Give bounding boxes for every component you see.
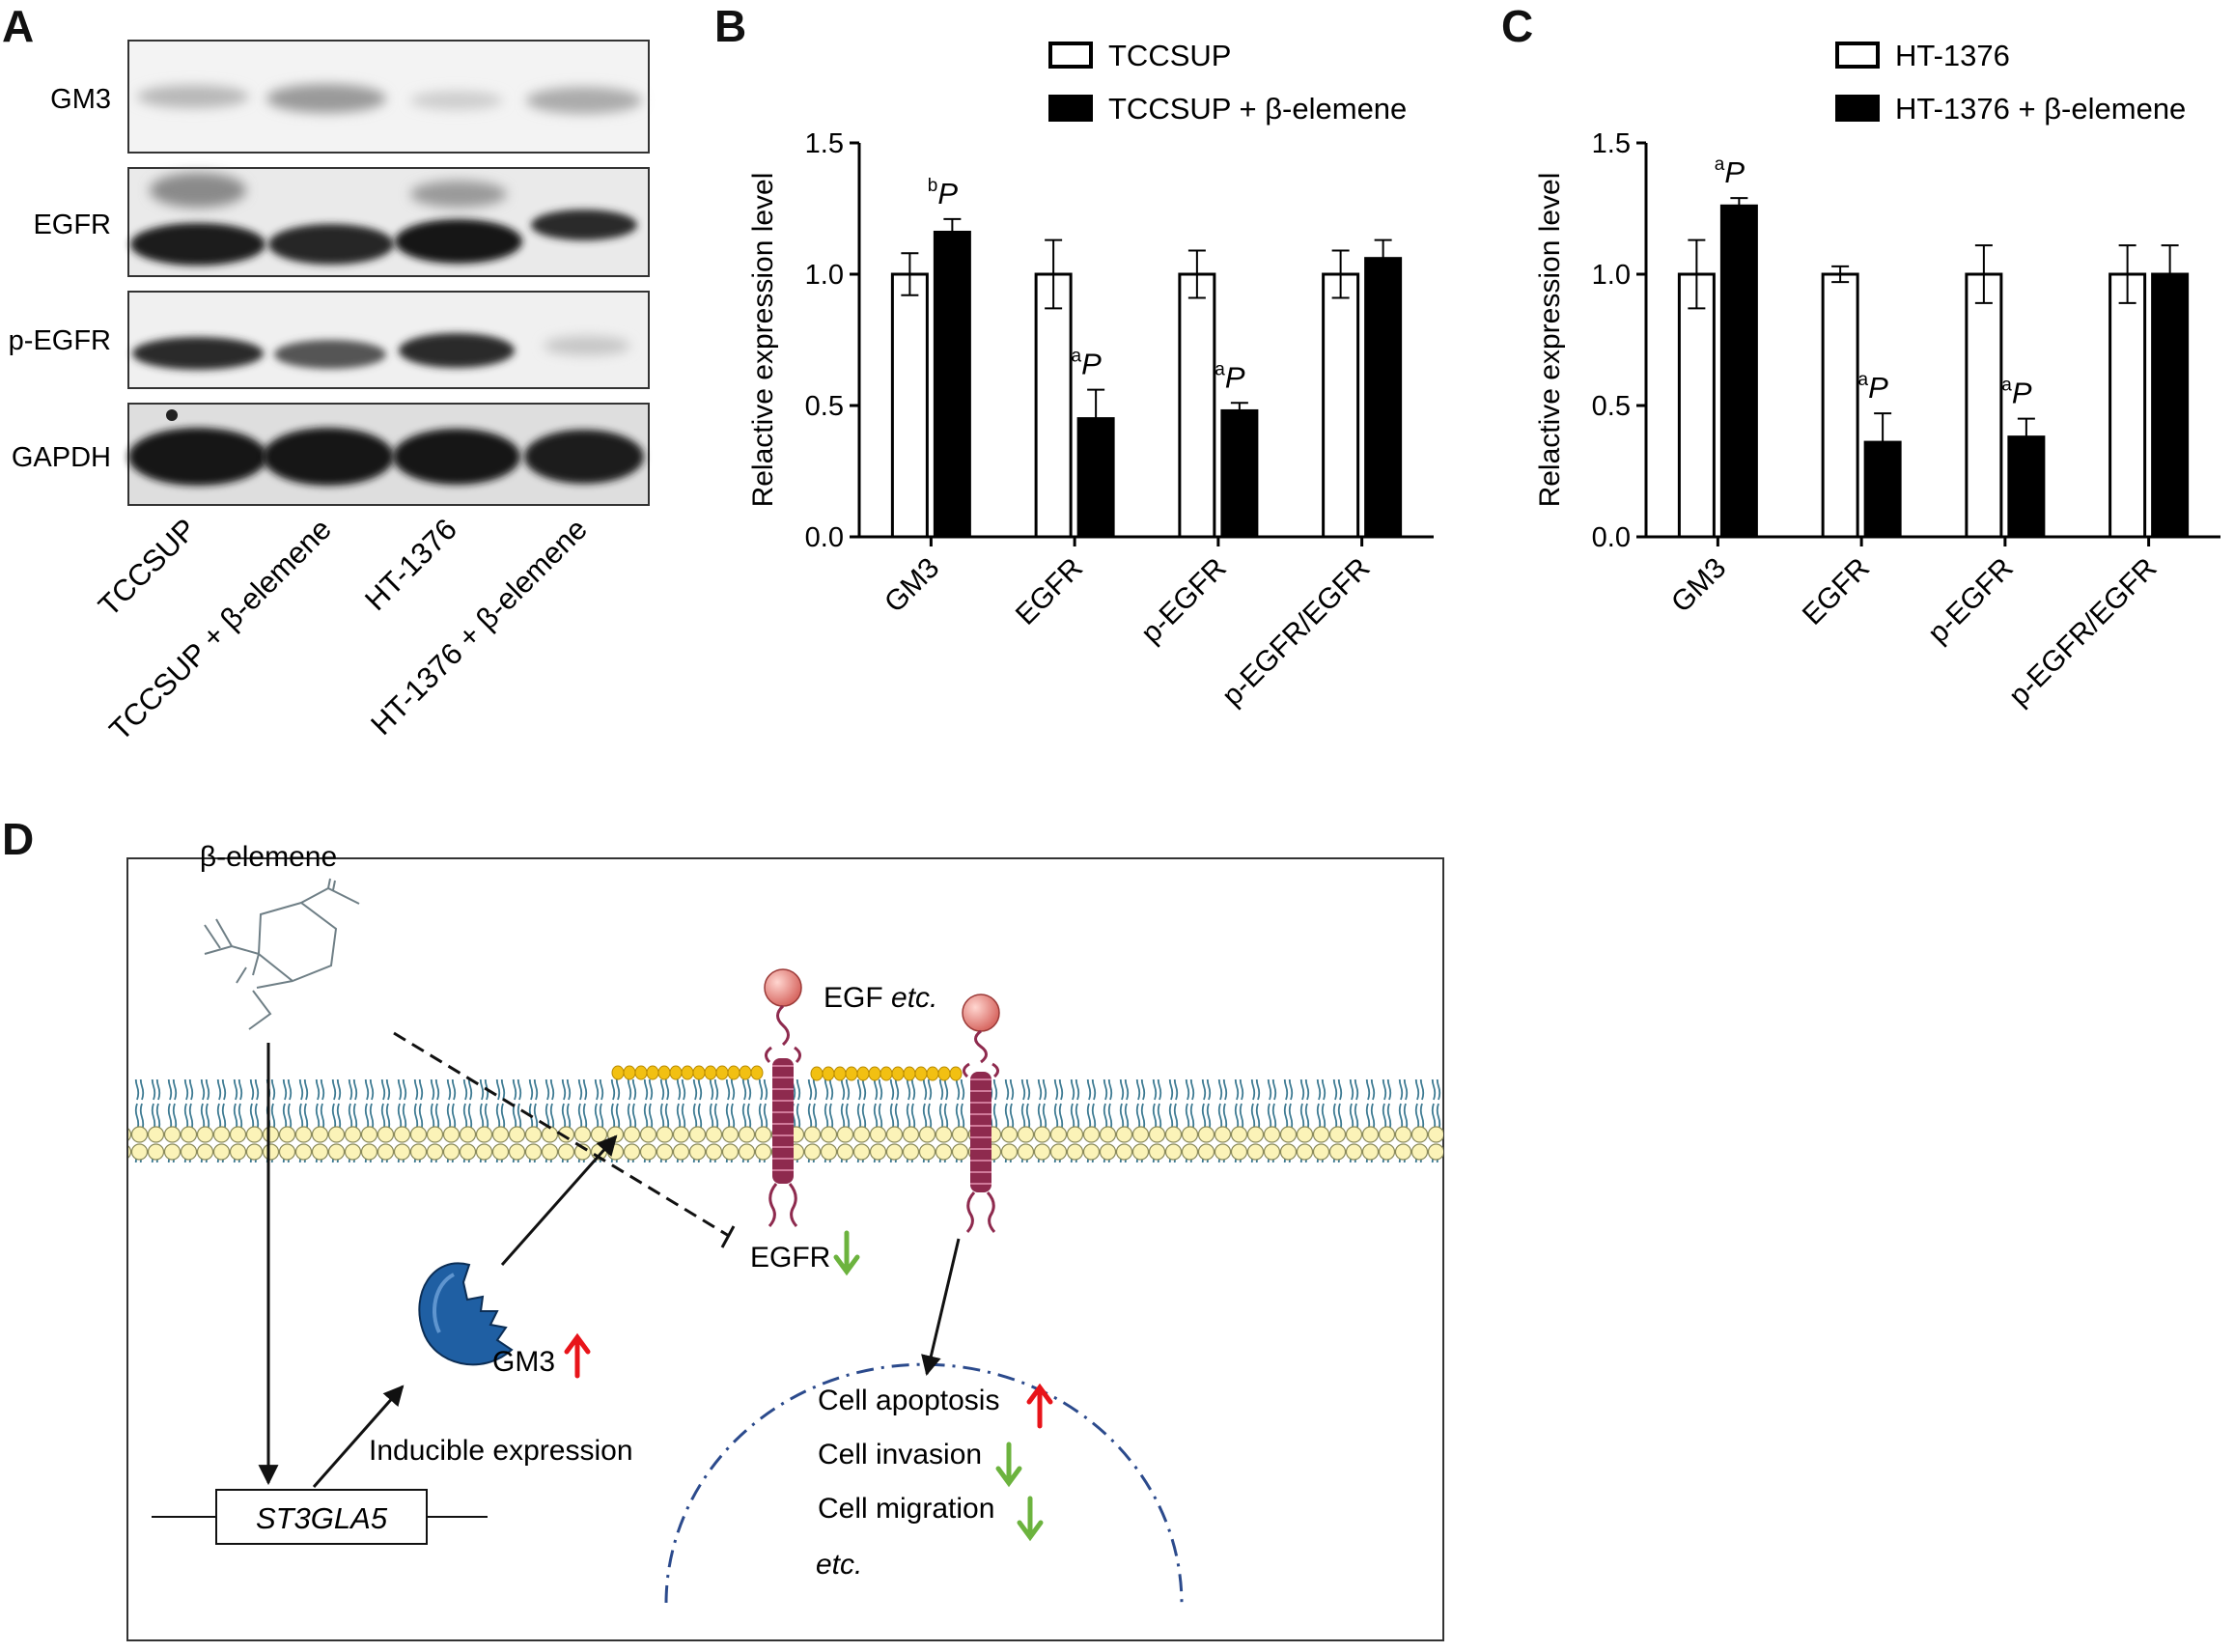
significance-label: aP: [2001, 376, 2032, 410]
inhibition-line: [393, 1031, 730, 1238]
bar: [1322, 272, 1360, 539]
bar: [1220, 408, 1259, 539]
blot-strip-egfr: [127, 167, 650, 277]
gene-label: ST3GLA5: [256, 1501, 388, 1535]
blot-lane-label: TCCSUP + β-elemene: [102, 512, 337, 746]
bar: [890, 272, 929, 539]
blot-row-label: p-EGFR: [9, 325, 111, 356]
down-arrow-icon: [1017, 1496, 1044, 1542]
y-tick-label: 0.0: [805, 522, 844, 553]
significance-label: aP: [1215, 359, 1245, 394]
x-tick-label: p-EGFR: [1135, 552, 1233, 650]
x-tick-label: p-EGFR: [1922, 552, 2020, 650]
st3gal5-enzyme: [418, 1262, 514, 1366]
legend-swatch: [1048, 95, 1093, 122]
legend-swatch: [1835, 95, 1880, 122]
significance-label: aP: [1715, 154, 1745, 189]
blot-strip-p-egfr: [127, 291, 650, 389]
panel-label-c: C: [1501, 1, 1534, 51]
gm3-cluster: [611, 1065, 764, 1080]
bar: [1034, 272, 1073, 539]
legend-label: HT-1376: [1895, 39, 2010, 72]
bar: [2108, 272, 2147, 539]
x-tick-label: GM3: [879, 552, 945, 619]
diagram-frame: [126, 857, 1444, 1641]
receptor-label: EGFR: [750, 1242, 830, 1274]
significance-label: aP: [1857, 370, 1888, 405]
beta-elemene-molecule: [204, 878, 360, 1030]
bar: [1719, 204, 1758, 539]
x-tick-label: EGFR: [1797, 552, 1876, 631]
bar: [1076, 417, 1115, 539]
arrow-receptor-to-nucleus: [921, 1238, 961, 1377]
bar-chart-b: TCCSUP TCCSUP + β-elemene 0.0 0.5 1.0 1.5Rela…: [747, 39, 1434, 713]
gene-box: [215, 1489, 428, 1545]
panel-label-d: D: [2, 814, 35, 864]
blot-lane-label: TCCSUP: [92, 512, 203, 623]
gm3-label: GM3: [492, 1346, 555, 1378]
nucleus-boundary: [664, 1362, 1184, 1606]
legend-label: HT-1376 + β-elemene: [1895, 92, 2186, 126]
gm3-cluster: [810, 1066, 963, 1081]
bar: [933, 230, 971, 539]
ligand-label: EGF etc.: [824, 982, 937, 1014]
bar: [2007, 435, 2046, 539]
blot-lane-label: HT-1376 + β-elemene: [364, 512, 594, 742]
x-tick-label: p-EGFR/EGFR: [1216, 552, 1377, 713]
y-tick-label: 1.0: [805, 260, 844, 291]
blot-lane-label: HT-1376: [358, 512, 463, 617]
x-tick-label: p-EGFR/EGFR: [2003, 552, 2164, 713]
bar: [2151, 272, 2190, 539]
arrow-gene-to-enzyme: [312, 1385, 405, 1488]
panel-label-b: B: [714, 1, 747, 51]
legend-swatch: [1835, 42, 1880, 69]
egfr-receptor: [764, 968, 802, 1228]
legend-label: TCCSUP + β-elemene: [1108, 92, 1407, 126]
bar: [1178, 272, 1216, 539]
y-tick-label: 0.0: [1592, 522, 1631, 553]
y-tick-label: 0.5: [1592, 391, 1631, 422]
x-tick-label: EGFR: [1010, 552, 1089, 631]
blot-row-label: GM3: [50, 84, 111, 115]
panel-label-a: A: [2, 1, 35, 51]
down-arrow-icon: [833, 1230, 860, 1276]
blot-row-label: EGFR: [33, 210, 111, 240]
bar: [1364, 257, 1403, 539]
y-tick-label: 0.5: [805, 391, 844, 422]
egfr-receptor: [962, 994, 1000, 1234]
y-axis-label: Relactive expression level: [747, 173, 779, 508]
outcome-apoptosis: Cell apoptosis: [818, 1385, 999, 1416]
y-axis-label: Relactive expression level: [1534, 173, 1566, 508]
blot-strip-gm3: [127, 40, 650, 154]
y-tick-label: 1.0: [1592, 260, 1631, 291]
legend-label: TCCSUP: [1108, 39, 1231, 72]
outcome-etc: etc.: [816, 1549, 862, 1581]
inhibition-bar: [720, 1225, 736, 1248]
drug-label: β-elemene: [200, 841, 337, 873]
up-arrow-icon: [564, 1332, 591, 1379]
mechanism-diagram: β-elemene ST3GLA5 EGF etc. EGFR GM3 Indu…: [126, 841, 1444, 1641]
bar: [1863, 440, 1902, 539]
y-tick-label: 1.5: [805, 128, 844, 159]
outcome-migration: Cell migration: [818, 1493, 994, 1525]
blot-row-label: GAPDH: [12, 442, 111, 473]
western-blot: GM3 EGFR p-EGFR GAPDH TCCSUP TCCSUP + β-…: [9, 40, 650, 747]
outcome-invasion: Cell invasion: [818, 1439, 982, 1470]
arrow-enzyme-to-gm3: [500, 1134, 618, 1266]
up-arrow-icon: [1026, 1383, 1053, 1429]
induction-label: Inducible expression: [369, 1435, 633, 1467]
bar: [1677, 272, 1716, 539]
down-arrow-icon: [995, 1442, 1022, 1488]
significance-label: aP: [1071, 347, 1102, 381]
legend-swatch: [1048, 42, 1093, 69]
x-tick-label: GM3: [1665, 552, 1732, 619]
bar: [1965, 272, 2003, 539]
significance-label: bP: [928, 176, 959, 210]
y-tick-label: 1.5: [1592, 128, 1631, 159]
blot-strip-gapdh: [127, 403, 650, 506]
bar: [1821, 272, 1859, 539]
